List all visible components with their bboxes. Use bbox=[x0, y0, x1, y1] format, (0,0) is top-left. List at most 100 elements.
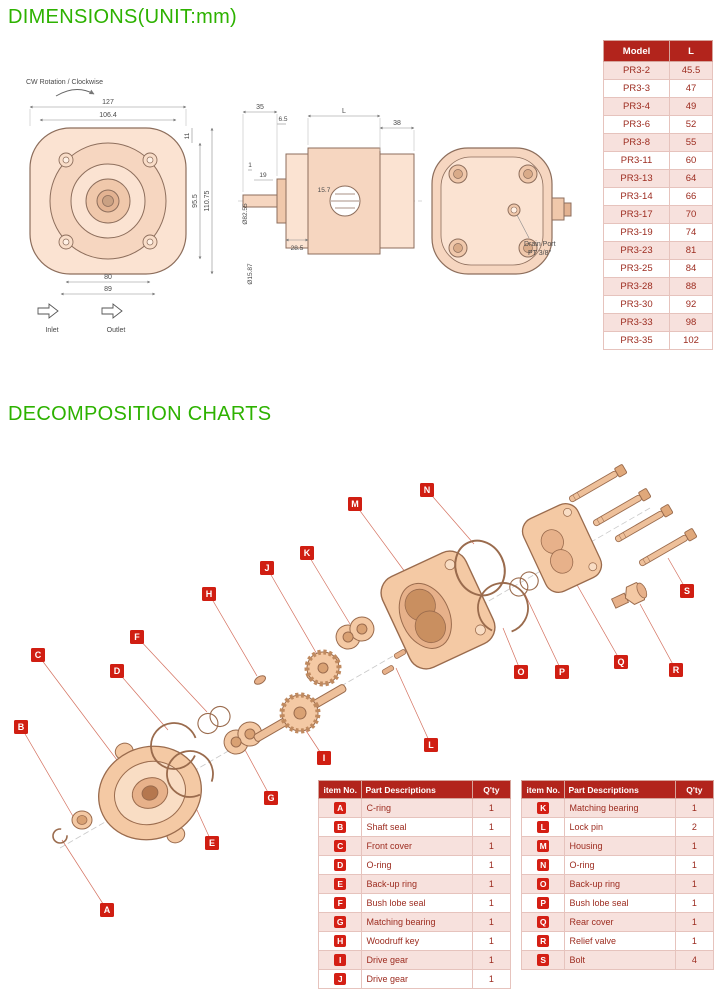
l-value: 45.5 bbox=[669, 61, 713, 80]
part-qty: 1 bbox=[471, 874, 512, 894]
part-label-m: M bbox=[348, 497, 362, 511]
part-label-e: E bbox=[205, 836, 219, 850]
model-name: PR3-33 bbox=[602, 313, 671, 332]
part-drive-gear-1 bbox=[253, 684, 347, 742]
part-descriptions-header: Part Descriptions bbox=[564, 780, 676, 799]
dim-bottom-outer: 89 bbox=[104, 286, 112, 293]
l-value: 84 bbox=[669, 259, 713, 278]
l-value: 55 bbox=[669, 133, 713, 152]
qty-header: Q'ty bbox=[674, 780, 715, 799]
part-label-c: C bbox=[31, 648, 45, 662]
part-qty: 1 bbox=[674, 912, 715, 932]
part-lock-pins bbox=[381, 649, 407, 675]
part-description: Relief valve bbox=[564, 931, 676, 951]
l-value: 47 bbox=[669, 79, 713, 98]
svg-text:H: H bbox=[206, 589, 213, 599]
part-o-ring-rear bbox=[454, 539, 506, 597]
bolt-hole-inner bbox=[62, 156, 70, 164]
part-qty: 1 bbox=[674, 931, 715, 951]
rear-cover-side bbox=[379, 153, 415, 249]
svg-text:J: J bbox=[264, 563, 269, 573]
item-badge: H bbox=[334, 935, 347, 947]
svg-text:B: B bbox=[18, 722, 25, 732]
front-view: CW Rotation / Clockwise 127 106.4 11 bbox=[26, 79, 214, 334]
part-label-i: I bbox=[317, 751, 331, 765]
item-badge: A bbox=[334, 802, 347, 814]
part-label-g: G bbox=[264, 791, 278, 805]
part-bush-lobe-seal-front bbox=[197, 705, 231, 735]
dim-key-offset: 1 bbox=[248, 162, 252, 169]
part-label-o: O bbox=[514, 665, 528, 679]
part-label-a: A bbox=[100, 903, 114, 917]
item-cell: F bbox=[317, 893, 363, 913]
item-badge: E bbox=[334, 878, 347, 890]
part-woodruff-key bbox=[254, 675, 266, 685]
bolt-hole-inner bbox=[146, 156, 154, 164]
part-label-l: L bbox=[424, 738, 438, 752]
part-description: Bolt bbox=[564, 950, 676, 970]
item-cell: C bbox=[317, 836, 363, 856]
svg-text:S: S bbox=[684, 586, 690, 596]
part-description: Front cover bbox=[361, 836, 473, 856]
item-badge: J bbox=[334, 973, 347, 985]
item-cell: O bbox=[520, 874, 566, 894]
item-cell: A bbox=[317, 798, 363, 818]
item-badge: P bbox=[537, 897, 550, 909]
dim-front-len: 35 bbox=[256, 104, 264, 111]
rear-face bbox=[440, 156, 544, 266]
item-cell: S bbox=[520, 950, 566, 970]
item-badge: O bbox=[537, 878, 550, 890]
model-name: PR3-19 bbox=[602, 223, 671, 242]
dimension-drawings: CW Rotation / Clockwise 127 106.4 11 bbox=[26, 79, 572, 334]
svg-text:M: M bbox=[351, 499, 359, 509]
part-label-h: H bbox=[202, 587, 216, 601]
model-name: PR3-17 bbox=[602, 205, 671, 224]
l-value: 64 bbox=[669, 169, 713, 188]
svg-text:E: E bbox=[209, 838, 215, 848]
rear-bolt-socket bbox=[523, 243, 533, 253]
part-label-d: D bbox=[110, 664, 124, 678]
svg-text:C: C bbox=[35, 650, 42, 660]
part-relief-valve bbox=[610, 581, 648, 609]
cw-rotation-arrow bbox=[55, 89, 95, 97]
part-qty: 1 bbox=[471, 817, 512, 837]
model-name: PR3-30 bbox=[602, 295, 671, 314]
side-port-fitting bbox=[551, 197, 565, 221]
drain-port-label-1: Drain Port bbox=[524, 241, 556, 248]
model-name: PR3-14 bbox=[602, 187, 671, 206]
dim-width-inner: 106.4 bbox=[99, 112, 117, 119]
item-cell: R bbox=[520, 931, 566, 951]
part-label-n: N bbox=[420, 483, 434, 497]
model-name: PR3-8 bbox=[602, 133, 671, 152]
l-value: 98 bbox=[669, 313, 713, 332]
item-badge: M bbox=[537, 840, 550, 852]
part-qty: 2 bbox=[674, 817, 715, 837]
rear-view: Drain Port PT 3/8" bbox=[431, 147, 572, 275]
model-name: PR3-13 bbox=[602, 169, 671, 188]
part-qty: 1 bbox=[471, 969, 512, 989]
l-value: 70 bbox=[669, 205, 713, 224]
item-cell: P bbox=[520, 893, 566, 913]
front-cover-side bbox=[285, 153, 309, 249]
model-name: PR3-28 bbox=[602, 277, 671, 296]
part-labels: A B C D E F G H I J K L M N O P Q R S bbox=[14, 483, 694, 917]
